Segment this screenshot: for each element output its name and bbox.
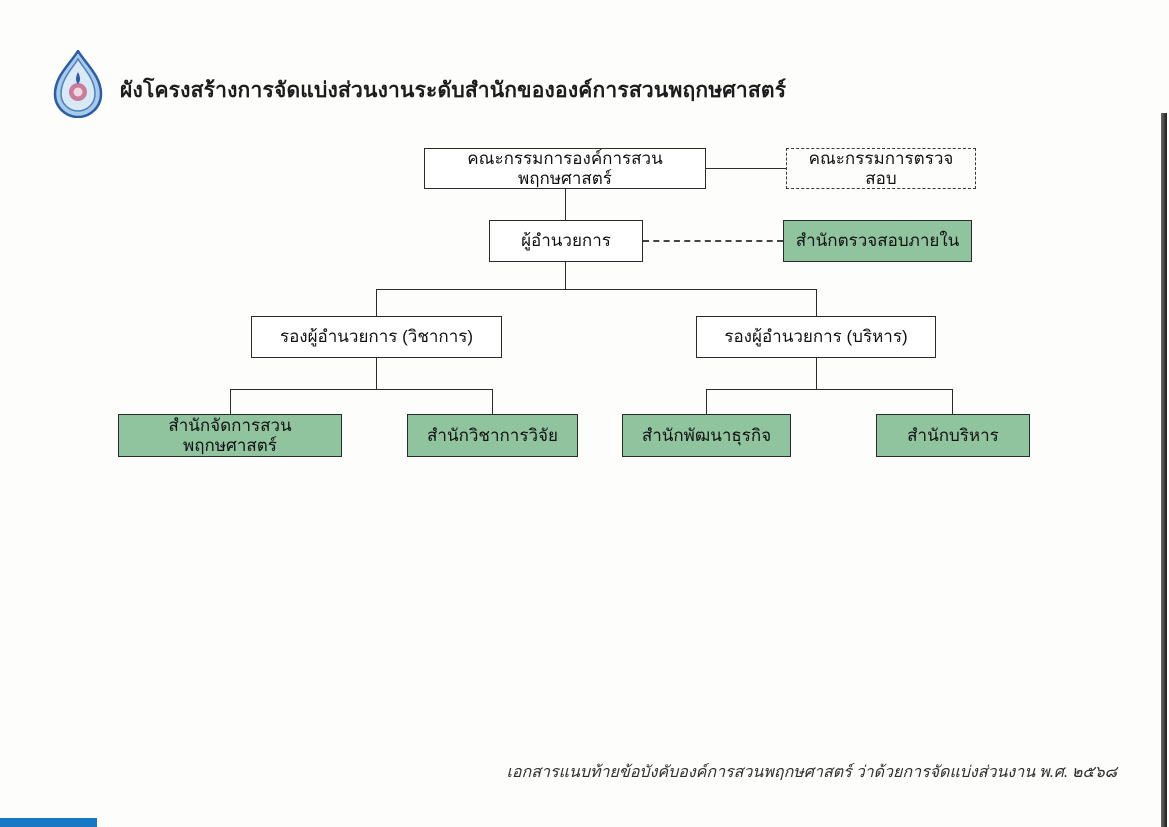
connector-to-office-research — [492, 389, 493, 414]
node-internal-audit-office: สำนักตรวจสอบภายใน — [783, 220, 972, 262]
organization-logo-icon — [53, 50, 103, 118]
node-deputy-director-academic: รองผู้อำนวยการ (วิชาการ) — [251, 316, 502, 358]
scan-blue-strip — [0, 818, 97, 827]
connector-to-office-garden — [230, 389, 231, 414]
connector-to-office-admin — [952, 389, 953, 414]
connector-to-office-business — [706, 389, 707, 414]
connector-to-deputy-academic — [376, 289, 377, 316]
node-deputy-director-admin: รองผู้อำนวยการ (บริหาร) — [696, 316, 936, 358]
scan-edge-line — [1161, 113, 1167, 827]
node-audit-committee: คณะกรรมการตรวจสอบ — [786, 148, 976, 189]
connector-director-down — [565, 262, 566, 289]
connector-academic-offices-horizontal — [230, 389, 493, 390]
node-office-administration: สำนักบริหาร — [876, 414, 1030, 457]
connector-admin-offices-horizontal — [706, 389, 953, 390]
footer-regulation-note: เอกสารแนบท้ายข้อบังคับองค์การสวนพฤกษศาสต… — [506, 764, 1117, 781]
connector-director-to-internal-audit-dashed — [643, 240, 783, 242]
connector-board-to-director — [565, 189, 566, 220]
connector-board-to-audit-committee — [706, 168, 786, 169]
page-title: ผังโครงสร้างการจัดแบ่งส่วนงานระดับสำนักข… — [120, 79, 787, 102]
node-director: ผู้อำนวยการ — [489, 220, 643, 262]
node-office-business-development: สำนักพัฒนาธุรกิจ — [622, 414, 791, 457]
node-office-garden-management: สำนักจัดการสวนพฤกษศาสตร์ — [118, 414, 342, 457]
connector-deputies-horizontal — [376, 289, 816, 290]
node-office-academic-research: สำนักวิชาการวิจัย — [407, 414, 578, 457]
connector-to-deputy-admin — [816, 289, 817, 316]
node-board-of-directors: คณะกรรมการองค์การสวนพฤกษศาสตร์ — [424, 148, 706, 189]
connector-deputy-admin-down — [816, 358, 817, 389]
connector-deputy-academic-down — [376, 358, 377, 389]
